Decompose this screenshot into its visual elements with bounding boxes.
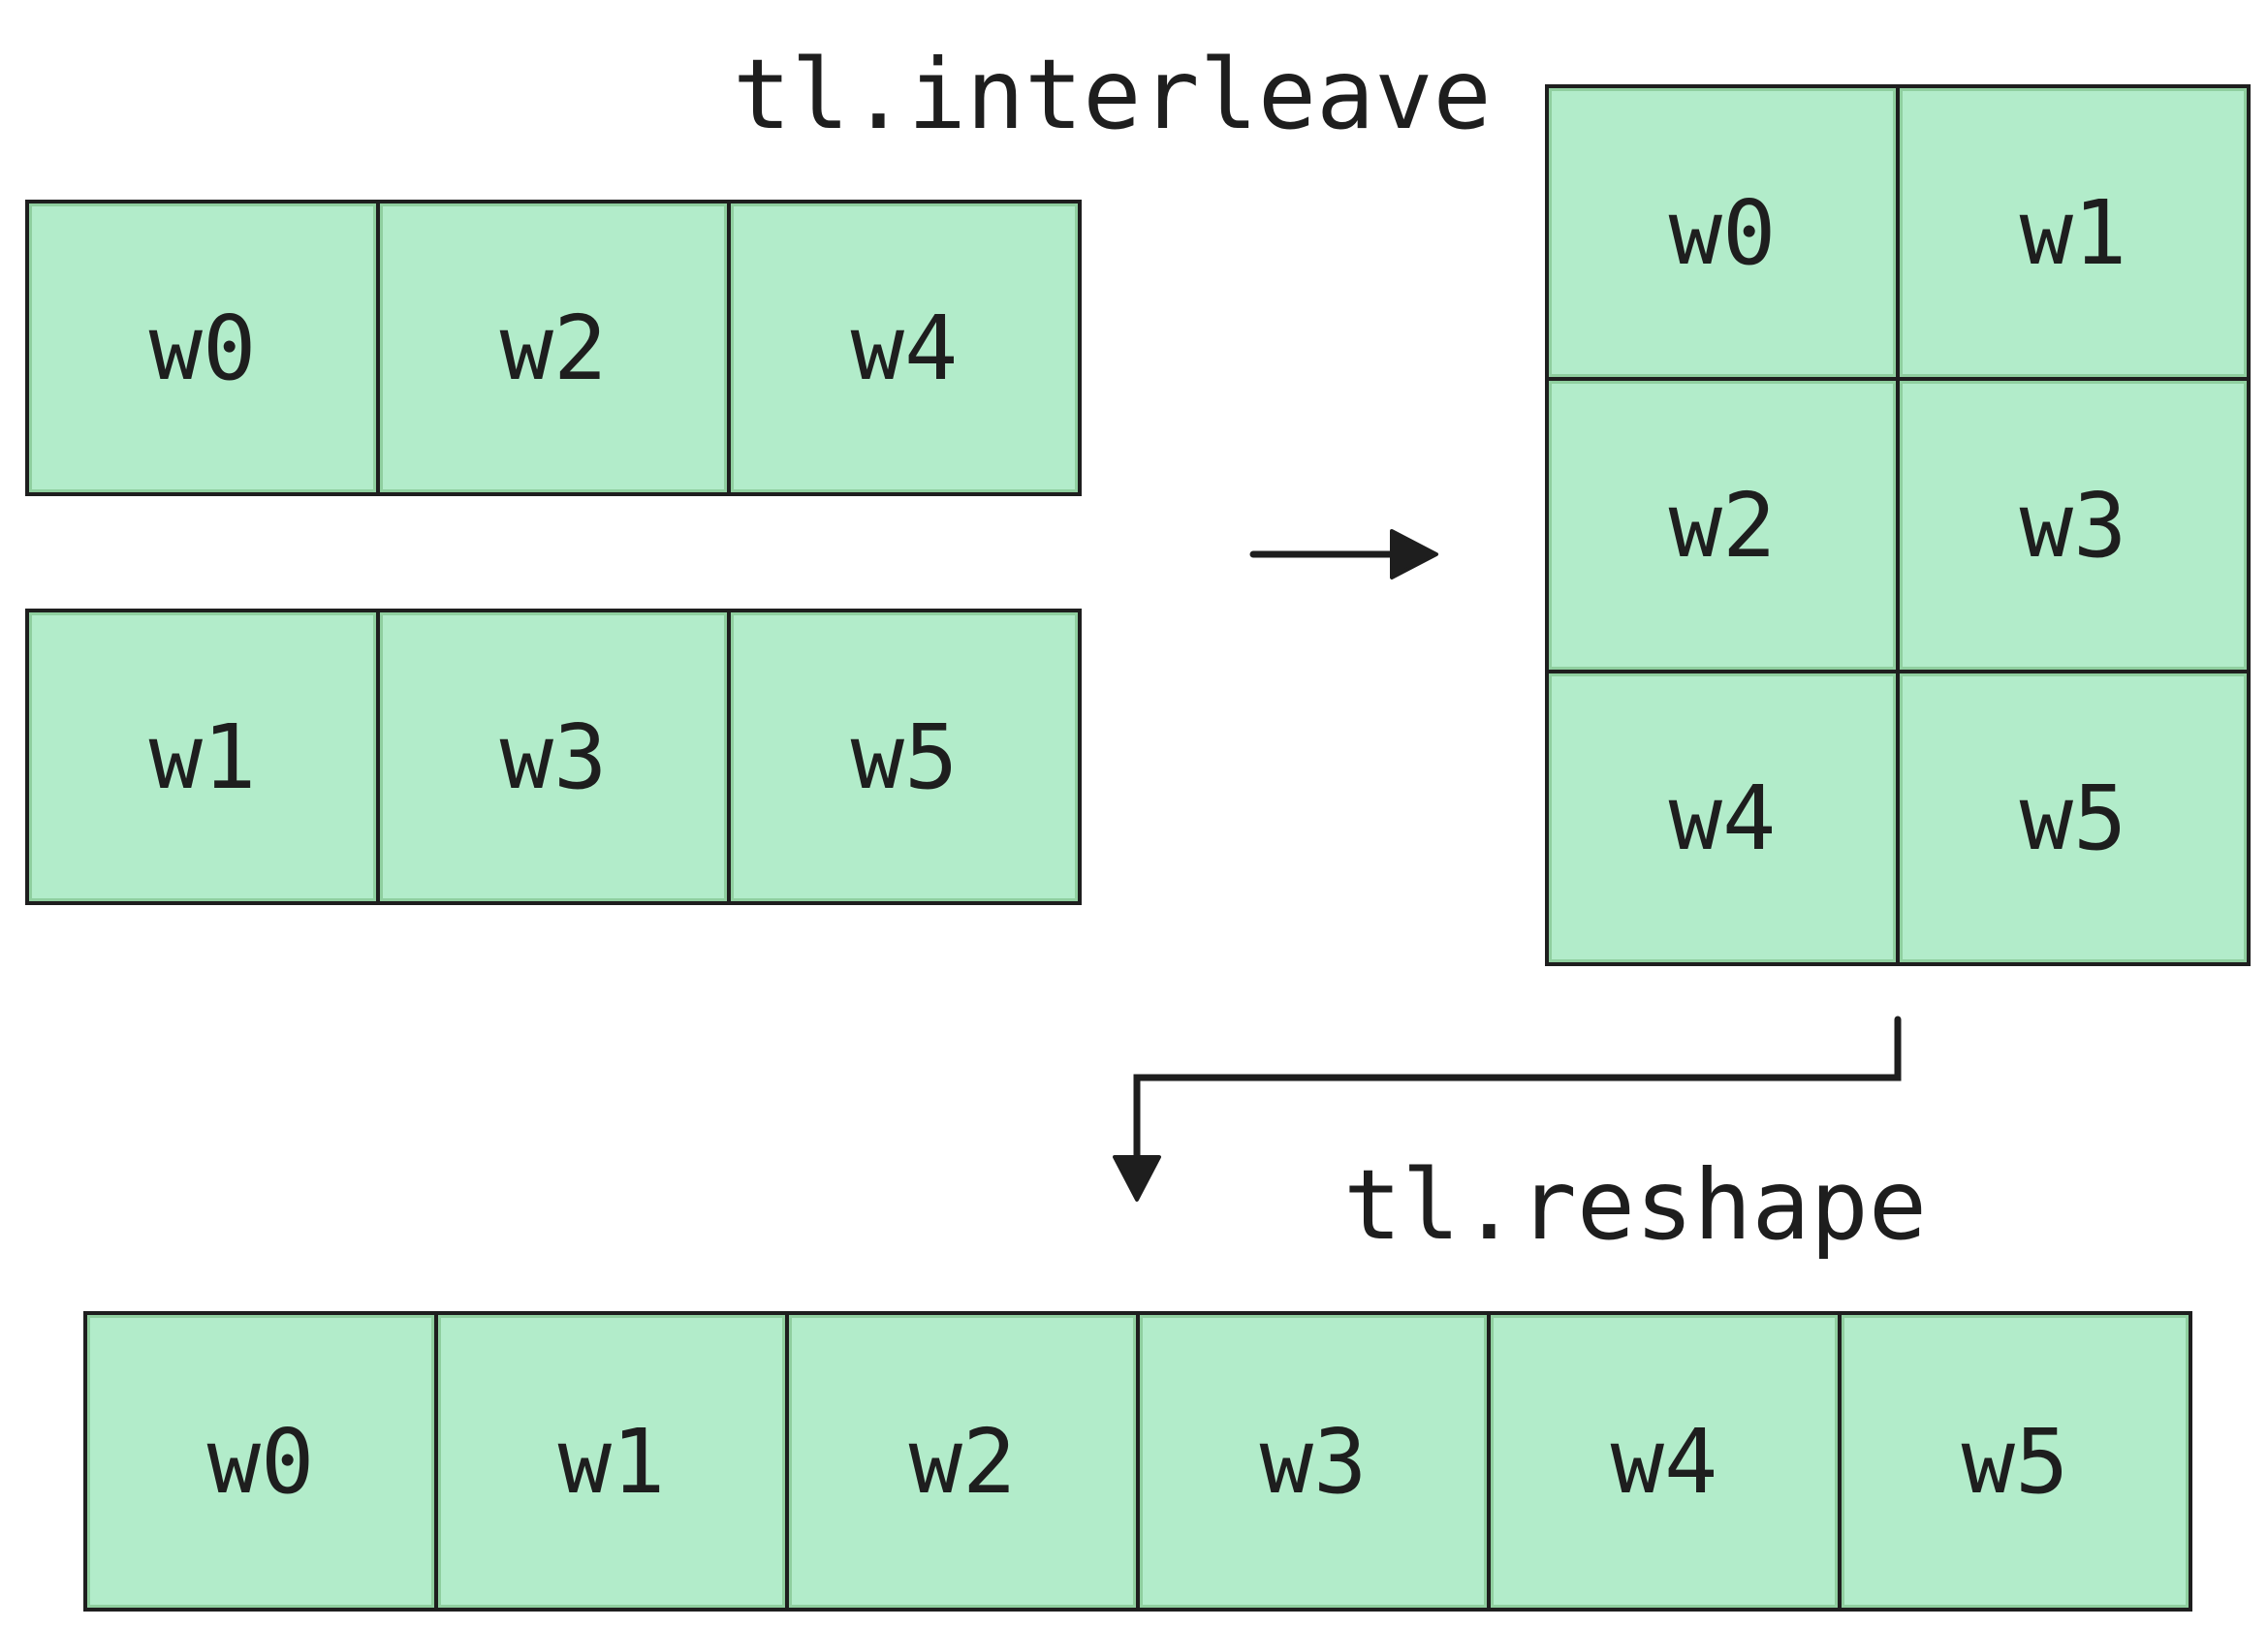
reshaped-cell: w5	[1838, 1311, 2192, 1612]
interleave-arrow	[1249, 529, 1438, 579]
reshape-label: tl.reshape	[1343, 1148, 1928, 1262]
reshaped-cell: w3	[1136, 1311, 1491, 1612]
reshape-arrow	[1113, 1016, 1902, 1202]
interleave-label: tl.interleave	[733, 38, 1492, 151]
input-a-cell: w2	[376, 200, 731, 496]
interleaved-cell: w5	[1896, 670, 2251, 966]
interleaved-cell: w1	[1896, 84, 2251, 381]
interleaved-cell: w4	[1545, 670, 1900, 966]
interleaved-cell: w3	[1896, 377, 2251, 673]
input-b-cell: w5	[727, 609, 1082, 905]
reshaped-cell: w4	[1487, 1311, 1842, 1612]
input-a-cell: w4	[727, 200, 1082, 496]
reshaped-cell: w1	[434, 1311, 789, 1612]
reshaped-cell: w0	[83, 1311, 438, 1612]
input-a-cell: w0	[25, 200, 380, 496]
interleaved-cell: w2	[1545, 377, 1900, 673]
reshaped-cell: w2	[785, 1311, 1140, 1612]
input-b-cell: w1	[25, 609, 380, 905]
input-b-cell: w3	[376, 609, 731, 905]
interleaved-cell: w0	[1545, 84, 1900, 381]
